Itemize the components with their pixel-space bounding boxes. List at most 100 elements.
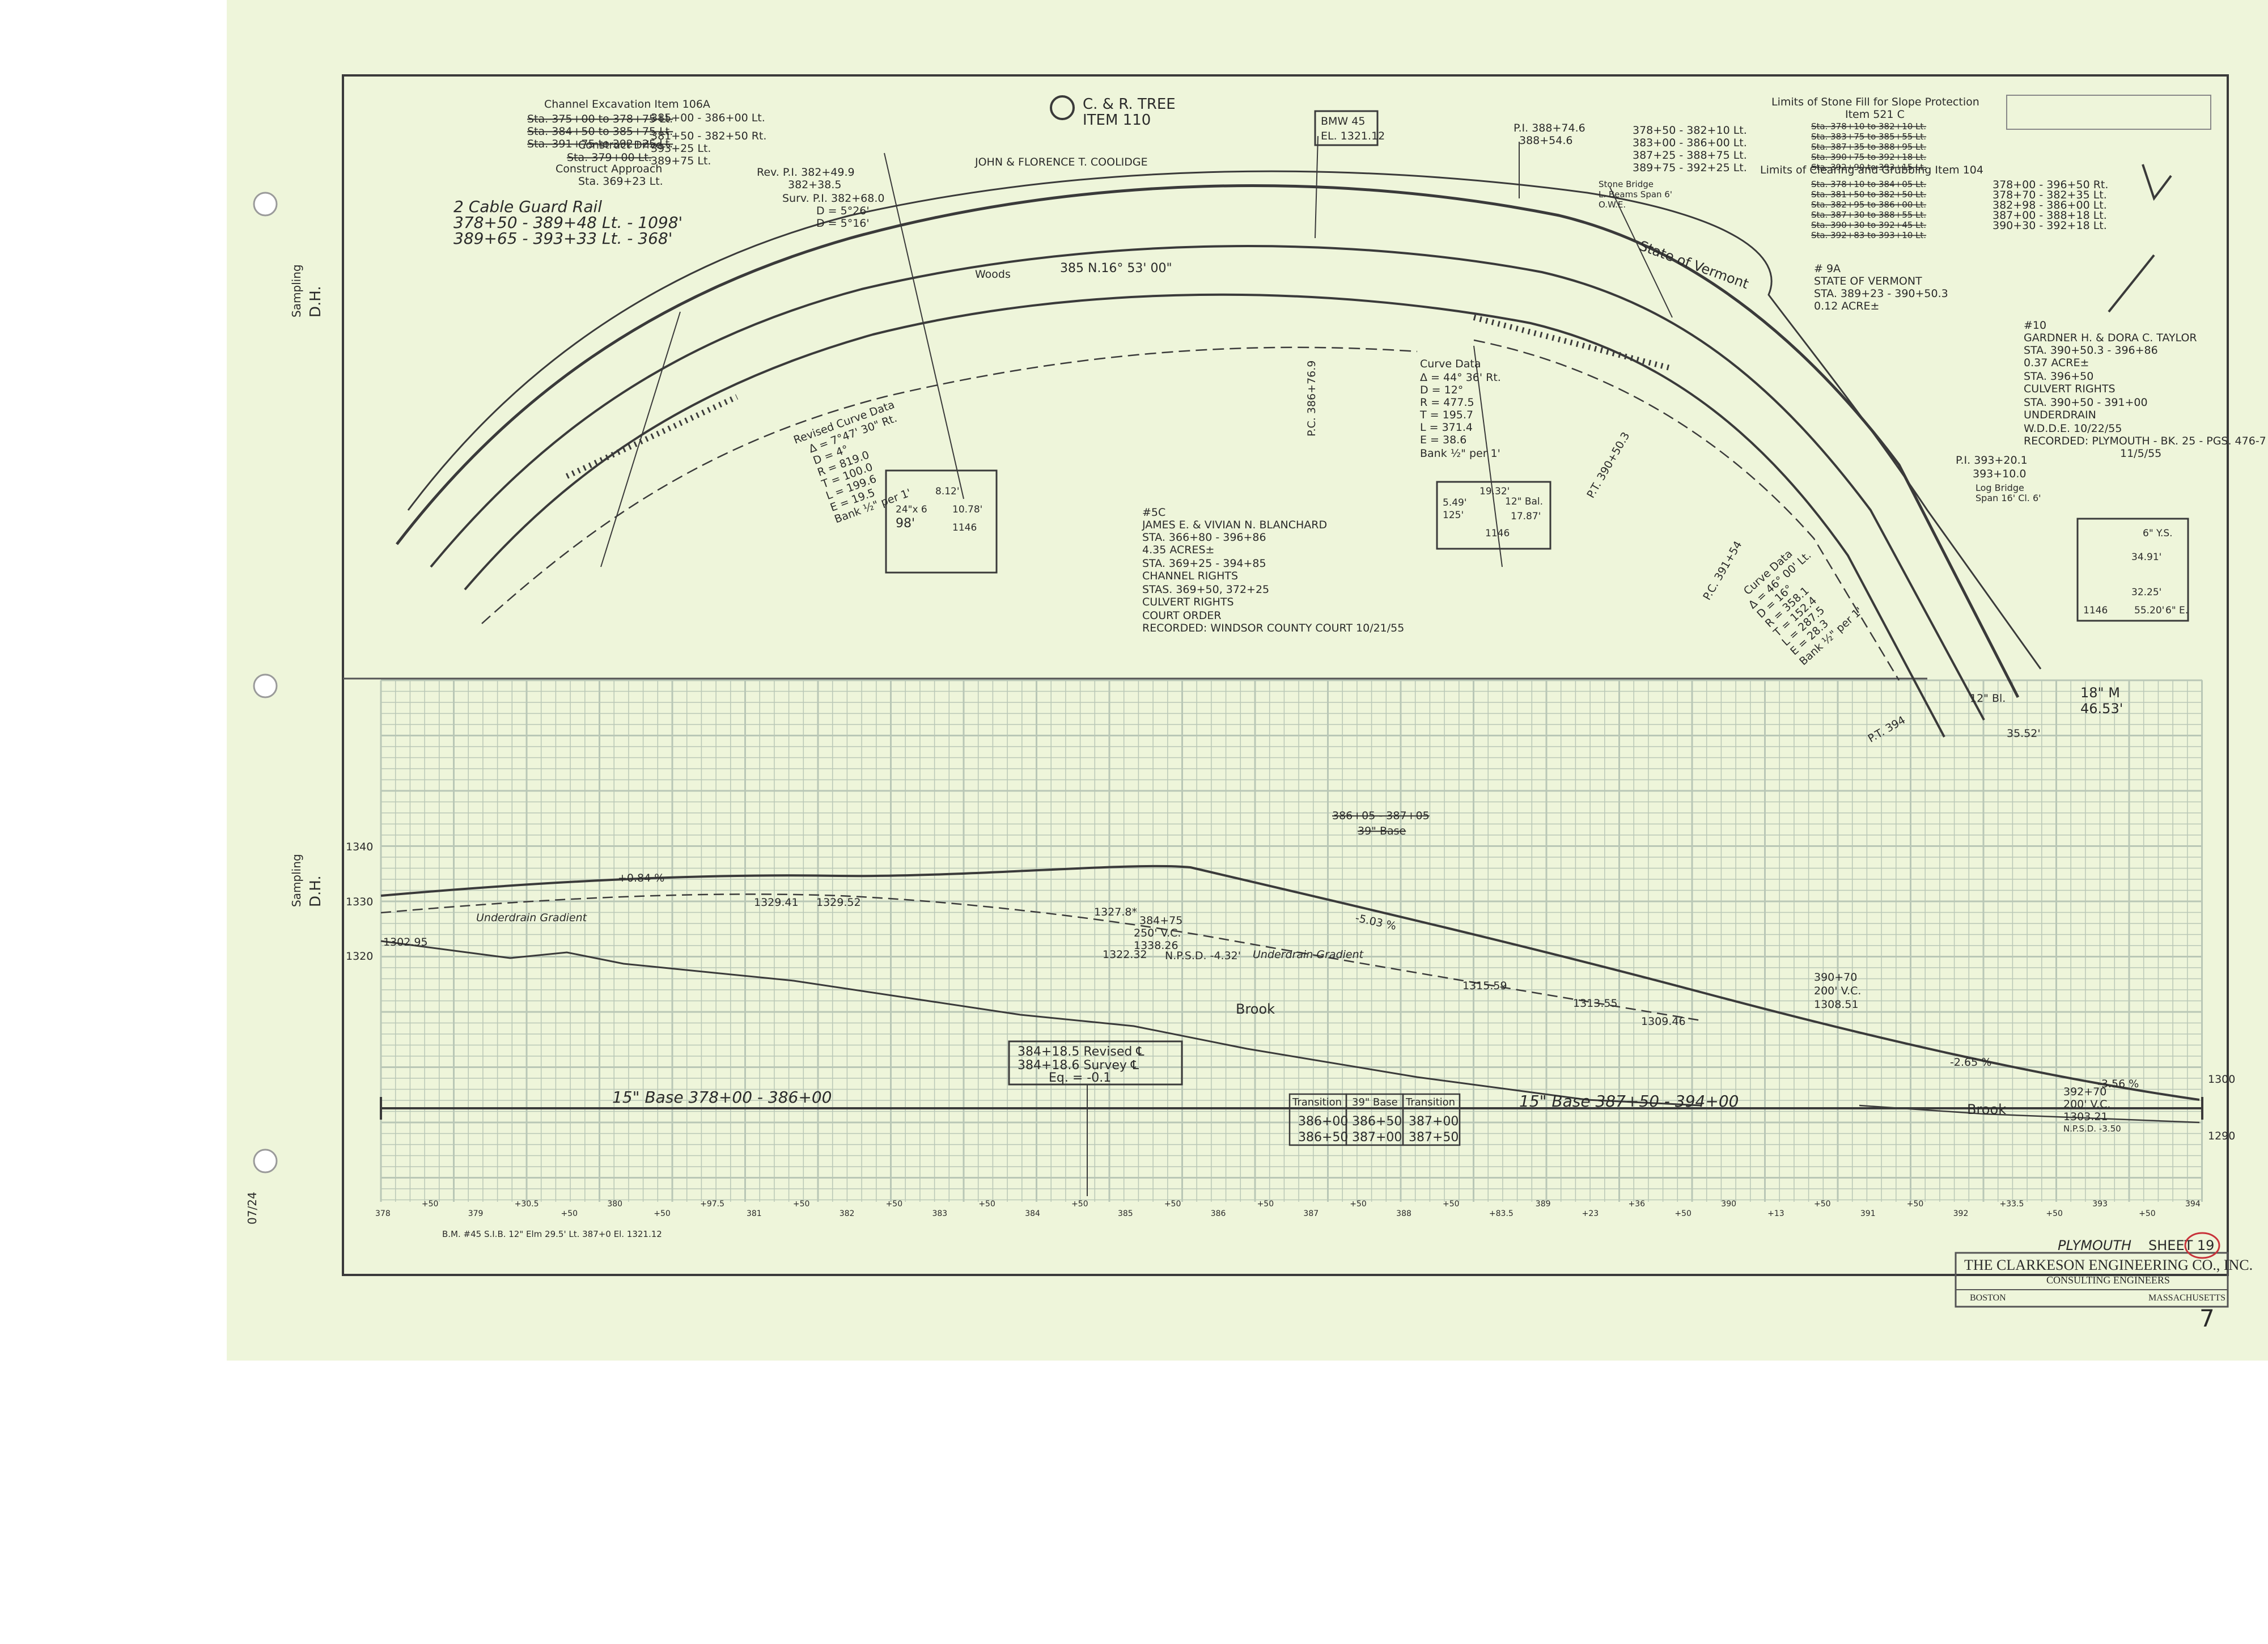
construct-approach-current: Sta. 369+23 Lt.: [578, 175, 663, 188]
station-labels: 378+50379+30.5+50380+50+97.5381+50382+50…: [375, 1200, 2201, 1218]
culvert-box-3-e3: 55.20': [2134, 605, 2164, 616]
pt-label: P.T. 390+50.3: [1584, 430, 1632, 501]
log-bridge-title: Log Bridge: [1976, 482, 2024, 493]
parcel-5c-recorded: RECORDED: WINDSOR COUNTY COURT 10/21/55: [1142, 622, 1404, 634]
stone-bridge-span: L. Beams Span 6': [1599, 189, 1672, 200]
parcel-5c-channel-sta: STA. 369+25 - 394+85: [1142, 557, 1266, 570]
surv-pi-2: D = 5°26': [816, 205, 870, 217]
station-label: 389: [1536, 1200, 1551, 1209]
brook-label-2: Brook: [1967, 1101, 2006, 1117]
culvert-box-2-item: 1146: [1485, 528, 1510, 539]
clearing-struck-6: Sta. 392+83 to 393+10 Lt.: [1811, 230, 1926, 240]
station-label: 379: [468, 1209, 484, 1218]
underdrain-label-1: Underdrain Gradient: [476, 912, 588, 924]
margin-stamp: 07/24: [245, 1192, 259, 1224]
base-39-a: 386+50: [1352, 1115, 1402, 1129]
woods-label: Woods: [975, 268, 1011, 281]
parcel-5c-culvert-sta: STAS. 369+50, 372+25: [1142, 583, 1269, 596]
surv-pi-1: Surv. P.I. 382+68.0: [782, 192, 884, 205]
culvert-box-2-e1: 5.49': [1443, 497, 1467, 509]
vc-1-el: 1338.26: [1134, 939, 1178, 952]
culvert-detail-box-3: [2076, 518, 2189, 622]
curve-2-title: Curve Data: [1420, 358, 1481, 370]
parcel-10-area: 0.37 ACRE±: [2024, 357, 2089, 369]
station-label: +50: [1907, 1200, 1924, 1209]
vc-2-vc: 200' V.C.: [1814, 985, 1861, 997]
el-1329-52: 1329.52: [816, 896, 861, 909]
revised-line-3: Eq. = -0.1: [1049, 1071, 1111, 1085]
clearing-current-1: 378+00 - 396+50 Rt.: [1993, 179, 2108, 191]
vc-1-sta: 384+75: [1139, 914, 1182, 927]
culvert-box-2-e3: 19.32': [1480, 486, 1510, 497]
guard-rail-ticks: [565, 315, 1673, 479]
parcel-5c-area: 4.35 ACRES±: [1142, 544, 1214, 556]
channel-struck-1: Sta. 375+00 to 378+75 Lt.: [527, 113, 673, 125]
surv-pi-3: D = 5°16': [816, 217, 870, 230]
pc-label-2: P.C. 391+54: [1701, 539, 1744, 603]
base-39-b: 387+00: [1352, 1130, 1402, 1145]
sampling-2b: D.H.: [307, 875, 324, 907]
company-name: THE CLARKESON ENGINEERING CO., INC.: [1964, 1257, 2253, 1273]
elev-1340: 1340: [346, 841, 373, 853]
culvert-18-size: 18" M: [2080, 685, 2120, 701]
parcel-9a-name: STATE OF VERMONT: [1814, 275, 1922, 287]
range-top-4: 389+75 - 392+25 Lt.: [1633, 162, 1747, 174]
city-right: MASSACHUSETTS: [2148, 1293, 2225, 1303]
clearing-current-5: 390+30 - 392+18 Lt.: [1993, 219, 2107, 232]
pi-top-2: 388+54.6: [1519, 134, 1573, 147]
station-label: 387: [1303, 1209, 1319, 1218]
transition-1-a: 386+00: [1298, 1115, 1348, 1129]
construct-drive-title: Construct Drive: [578, 139, 663, 151]
station-label: 383: [932, 1209, 947, 1218]
guard-rail-title: 2 Cable Guard Rail: [453, 197, 602, 216]
el-1327: 1327.8*: [1094, 906, 1137, 918]
station-label: +50: [1071, 1200, 1088, 1209]
station-label: +50: [422, 1200, 439, 1209]
tree-item: ITEM 110: [1083, 112, 1151, 129]
owner-coolidge: JOHN & FLORENCE T. COOLIDGE: [974, 156, 1148, 168]
culvert-box-2-len: 125': [1443, 510, 1464, 521]
pt-label-2: P.T. 394: [1866, 714, 1908, 745]
binder-hole: [253, 192, 278, 217]
culvert-box-1-len: 98': [896, 516, 915, 531]
station-label: +50: [1674, 1209, 1692, 1218]
curve-data-2: Curve Data Δ = 44° 36' Rt. D = 12° R = 4…: [1419, 358, 1501, 460]
binder-hole: [253, 1149, 278, 1173]
profile-lines: [380, 865, 2203, 1196]
revised-line-1: 384+18.5 Revised ℄: [1018, 1045, 1144, 1059]
culvert-box-2-size: 12" Bal.: [1505, 496, 1543, 507]
station-label: +50: [1443, 1200, 1460, 1209]
road-edge-outer: [396, 184, 2020, 698]
clearing-struck-5: Sta. 390+30 to 392+45 Lt.: [1811, 220, 1926, 230]
parcel-10-wdde: W.D.D.E. 10/22/55: [2024, 422, 2122, 435]
revised-line-2: 384+18.6 Survey ℄: [1018, 1058, 1139, 1073]
el-1315: 1315.59: [1462, 980, 1507, 992]
station-label: +50: [2139, 1209, 2156, 1218]
parcel-10-recorded: RECORDED: PLYMOUTH - BK. 25 - PGS. 476-7: [2024, 435, 2266, 447]
clearing-struck-3: Sta. 382+95 to 386+00 Lt.: [1811, 200, 1926, 210]
station-label: +50: [654, 1209, 671, 1218]
brook-label-1: Brook: [1236, 1001, 1275, 1017]
tree-title: C. & R. TREE: [1083, 96, 1176, 113]
sheet-circle: [2184, 1232, 2220, 1259]
vc-1-vc: 250' V.C.: [1134, 927, 1181, 939]
vc-3-sta: 392+70: [2063, 1086, 2106, 1098]
parcel-9a-sta: STA. 389+23 - 390+50.3: [1814, 287, 1948, 300]
el-1329-41: 1329.41: [754, 896, 799, 909]
parcel-10-culvert-sta: STA. 396+50: [2024, 370, 2093, 383]
transition-2-a: 387+00: [1409, 1115, 1459, 1129]
station-label: +30.5: [515, 1200, 539, 1209]
range-top-3: 387+25 - 388+75 Lt.: [1633, 149, 1747, 162]
clearing-struck-1: Sta. 378+10 to 384+05 Lt.: [1811, 179, 1926, 189]
culvert-box-1-text: 24"x 6 98' 8.12' 10.78' 1146: [896, 486, 982, 533]
grade-1: +0.84 %: [618, 872, 664, 884]
station-label: 391: [1860, 1209, 1876, 1218]
el-1322: 1322.32: [1103, 948, 1147, 961]
station-label: +50: [561, 1209, 578, 1218]
station-label: 378: [375, 1209, 391, 1218]
clearing-struck-2: Sta. 381+50 to 382+50 Lt.: [1811, 189, 1926, 200]
pc-label: P.C. 386+76.9: [1305, 361, 1318, 437]
stone-fill-item: Item 521 C: [1845, 108, 1905, 121]
culvert-detail-box-1: [885, 469, 998, 574]
station-label: +50: [2046, 1209, 2063, 1218]
